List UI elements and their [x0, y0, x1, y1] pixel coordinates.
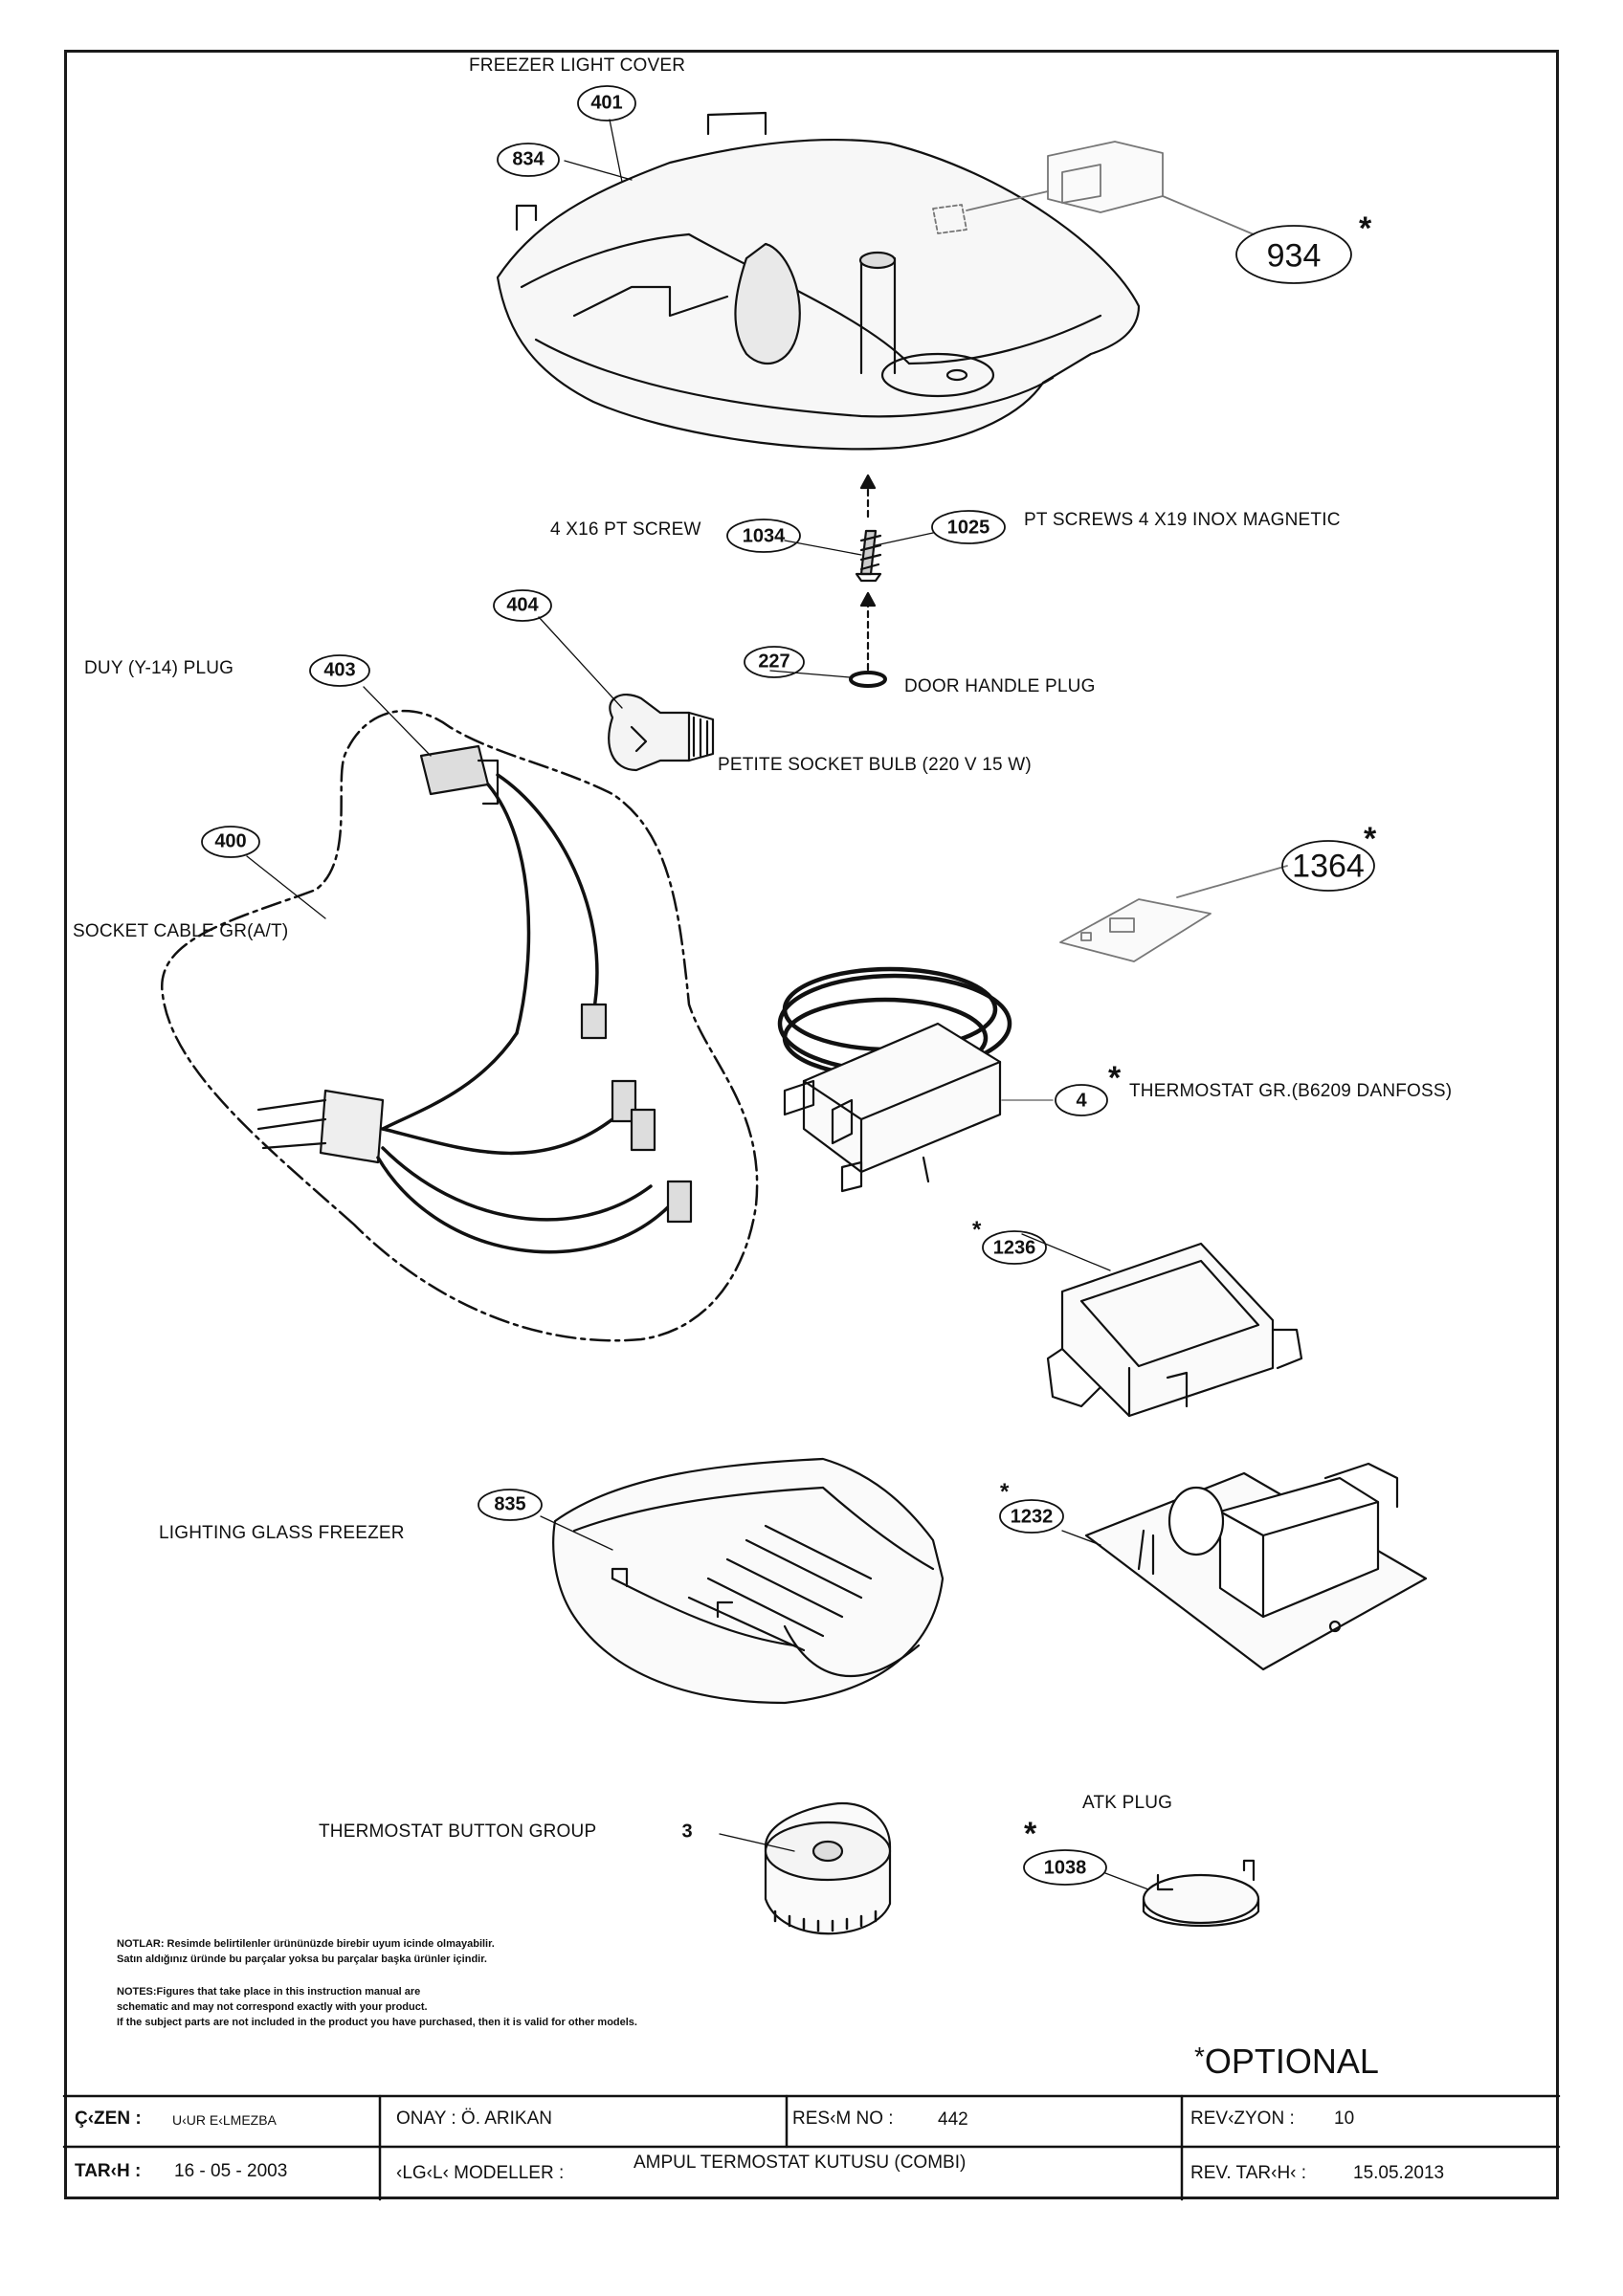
- part-number-3: 3: [681, 1821, 693, 1843]
- screw-drawing: [849, 474, 887, 688]
- label-thermostat-group: THERMOSTAT GR.(B6209 DANFOSS): [1129, 1081, 1453, 1101]
- pcb-1232-drawing: [1084, 1462, 1428, 1671]
- notes-turkish: NOTLAR: Resimde belirtilenler ürününüzde…: [117, 1936, 495, 1967]
- title-date-value: 16 - 05 - 2003: [174, 2161, 288, 2181]
- title-drawing-no-value: 442: [938, 2109, 968, 2130]
- notes-tr-line-2: Satın aldığınız üründe bu parçalar yoksa…: [117, 1954, 487, 1965]
- part-number-403: 403: [323, 659, 356, 681]
- title-block-grid: [62, 2094, 1561, 2201]
- label-petite-socket-bulb: PETITE SOCKET BULB (220 V 15 W): [718, 755, 1032, 775]
- part-number-834: 834: [512, 148, 545, 170]
- label-pt-screws-inox: PT SCREWS 4 X19 INOX MAGNETIC: [1024, 510, 1341, 530]
- optional-legend: *OPTIONAL: [1194, 2042, 1379, 2082]
- bracket-1236-drawing: [1046, 1242, 1303, 1418]
- part-number-404: 404: [506, 594, 539, 616]
- title-approved-by: ONAY : Ö. ARIKAN: [396, 2108, 552, 2129]
- notes-en-line-2: schematic and may not correspond exactly…: [117, 2001, 428, 2013]
- title-drawn-by-value: U‹UR E‹LMEZBA: [172, 2112, 277, 2128]
- notes-en-line-3: If the subject parts are not included in…: [117, 2017, 637, 2028]
- part-number-934: 934: [1266, 237, 1322, 275]
- part-number-1038: 1038: [1043, 1857, 1087, 1879]
- leader-lines: [246, 119, 1149, 1890]
- thermostat-button-drawing: [764, 1801, 892, 1935]
- label-lighting-glass-freezer: LIGHTING GLASS FREEZER: [159, 1523, 405, 1543]
- optional-legend-star: *: [1194, 2042, 1205, 2071]
- title-revision-date-label: REV. TAR‹H‹ :: [1190, 2163, 1307, 2183]
- part-number-1232: 1232: [1010, 1506, 1054, 1528]
- label-thermostat-button-group: THERMOSTAT BUTTON GROUP: [319, 1821, 597, 1842]
- title-drawn-by-label: Ç‹ZEN :: [75, 2108, 142, 2129]
- switch-934-drawing: [932, 141, 1255, 235]
- part-number-400: 400: [214, 830, 247, 852]
- title-date-label: TAR‹H :: [75, 2161, 142, 2181]
- part-number-4: 4: [1076, 1090, 1087, 1112]
- label-atk-plug: ATK PLUG: [1082, 1793, 1173, 1813]
- title-drawing-no-label: RES‹M NO :: [792, 2108, 894, 2129]
- part-number-1025: 1025: [946, 517, 990, 539]
- part-number-835: 835: [494, 1493, 526, 1515]
- optional-star-1236: *: [972, 1217, 982, 1243]
- title-revision-value: 10: [1334, 2108, 1355, 2129]
- optional-star-1364: *: [1364, 821, 1377, 857]
- lighting-glass-drawing: [552, 1457, 945, 1705]
- part-number-1364: 1364: [1292, 848, 1365, 885]
- label-door-handle-plug: DOOR HANDLE PLUG: [904, 676, 1096, 696]
- part-number-1034: 1034: [742, 525, 786, 547]
- title-revision-date-value: 15.05.2013: [1353, 2163, 1445, 2183]
- part-number-227: 227: [758, 651, 790, 673]
- board-1364-drawing: [1059, 865, 1288, 962]
- label-duy-plug: DUY (Y-14) PLUG: [84, 658, 234, 678]
- label-socket-cable-group: SOCKET CABLE GR(A/T): [73, 921, 289, 941]
- label-pt-screw: 4 X16 PT SCREW: [550, 519, 701, 540]
- optional-star-1038: *: [1024, 1816, 1037, 1852]
- title-related-models-label: ‹LG‹L‹ MODELLER :: [396, 2163, 565, 2183]
- optional-star-4: *: [1108, 1060, 1122, 1096]
- callout-ellipses: [201, 85, 1375, 1886]
- atk-plug-drawing: [1142, 1859, 1260, 1928]
- part-number-401: 401: [590, 92, 623, 114]
- notes-en-line-1: NOTES:Figures that take place in this in…: [117, 1986, 421, 1998]
- title-related-models-value: AMPUL TERMOSTAT KUTUSU (COMBI): [634, 2152, 967, 2173]
- optional-star-1232: *: [1000, 1479, 1010, 1505]
- socket-cable-drawing: [161, 709, 759, 1342]
- thermostat-drawing: [777, 966, 1054, 1193]
- notes-tr-line-1: NOTLAR: Resimde belirtilenler ürününüzde…: [117, 1938, 495, 1950]
- part-number-1236: 1236: [992, 1237, 1036, 1259]
- optional-legend-text: OPTIONAL: [1204, 2042, 1379, 2081]
- drawing-frame: [64, 50, 1559, 2199]
- bulb-drawing: [608, 694, 715, 772]
- optional-star-934: *: [1359, 210, 1372, 247]
- title-revision-label: REV‹ZYON :: [1190, 2108, 1295, 2129]
- notes-english: NOTES:Figures that take place in this in…: [117, 1984, 637, 2030]
- label-freezer-light-cover: FREEZER LIGHT COVER: [469, 55, 686, 76]
- freezer-light-cover-drawing: [496, 111, 1141, 451]
